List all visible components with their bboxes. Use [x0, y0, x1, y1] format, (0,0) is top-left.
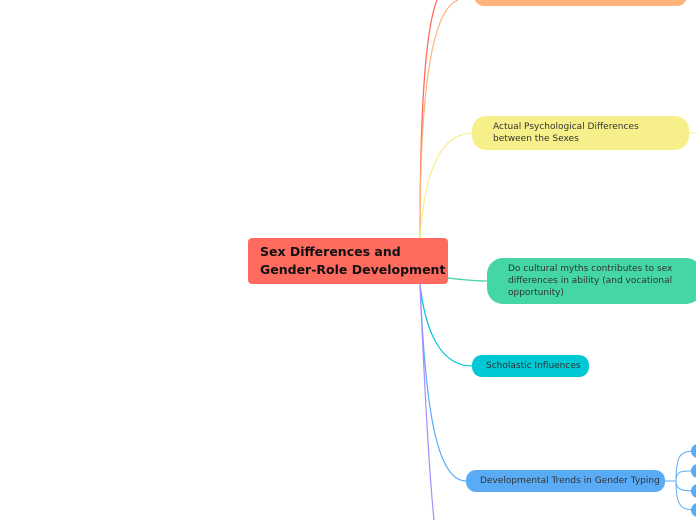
branch-node-cultural-myths[interactable]: Do cultural myths contributes to sex dif… — [487, 258, 696, 304]
branch-node-developmental-trends[interactable]: Developmental Trends in Gender Typing — [466, 470, 665, 492]
branch-node-scholastic-influences[interactable]: Scholastic Influences — [472, 355, 589, 377]
branch-node-psychological-differences[interactable]: Actual Psychological Differences between… — [472, 116, 689, 150]
branch-node-top[interactable] — [474, 0, 687, 6]
